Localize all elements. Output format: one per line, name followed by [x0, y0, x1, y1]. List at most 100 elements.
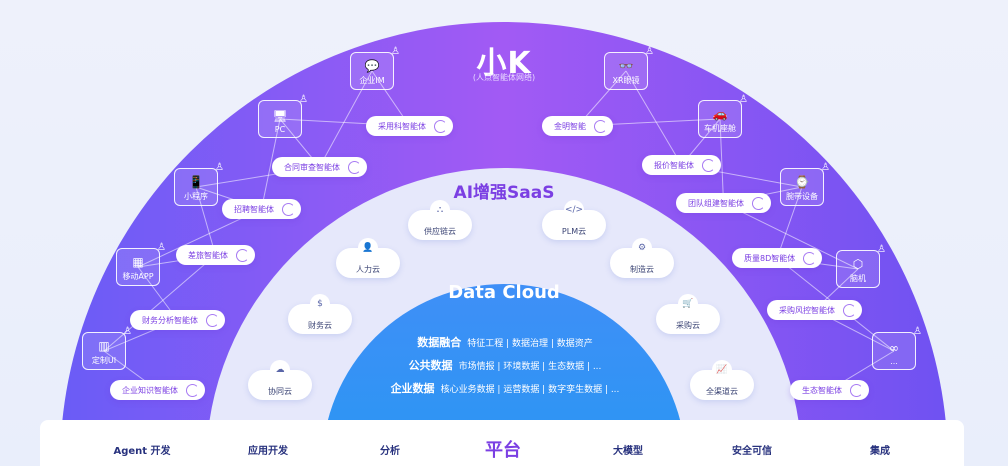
device-label: 定制UI: [91, 356, 117, 365]
cloud-label: 制造云: [630, 265, 654, 274]
cloud-supply-chain[interactable]: ⛬供应链云: [408, 200, 472, 240]
data-row-text: 市场情报 | 环境数据 | 生态数据 | ...: [458, 362, 602, 372]
agent-pill[interactable]: 团队组建智能体: [676, 193, 771, 213]
device-label: 企业IM: [359, 76, 385, 85]
device-node-miniapp[interactable]: 📱 小程序 ♙: [174, 162, 224, 206]
nav-llm[interactable]: 大模型: [613, 446, 643, 457]
user-icon: ♙: [739, 94, 748, 105]
connection-line: [261, 118, 281, 210]
cloud-label: 协同云: [268, 387, 292, 396]
brain-icon: ⬡: [852, 257, 864, 271]
device-node-app[interactable]: ▦移动APP♙: [116, 242, 166, 286]
person-icon: 👤: [358, 238, 378, 258]
cloud-label: 全渠道云: [706, 387, 738, 396]
user-icon: ♙: [645, 46, 654, 57]
cloud-label: 采购云: [676, 321, 700, 330]
agent-label: 团队组建智能体: [688, 198, 744, 208]
code-icon: </>: [564, 200, 584, 220]
loop-icon: [434, 119, 447, 133]
device-label: 小程序: [184, 192, 208, 201]
device-label: 移动APP: [122, 272, 154, 281]
nav-agent-dev[interactable]: Agent 开发: [113, 446, 171, 457]
coin-icon: $: [310, 294, 330, 314]
connection-line: [625, 70, 682, 166]
gear-icon: ⚙: [632, 238, 652, 258]
agent-label: 采用科智能体: [378, 121, 426, 131]
nav-integration[interactable]: 集成: [870, 446, 890, 457]
loop-icon: [702, 158, 715, 172]
nav-platform[interactable]: 平台: [485, 440, 521, 461]
agent-label: 招聘智能体: [234, 204, 274, 214]
cloud-plm[interactable]: </> PLM云: [542, 200, 606, 240]
cart-icon: 🛒: [678, 294, 698, 314]
agent-label: 金明智能: [554, 121, 586, 131]
user-icon: ♙: [215, 162, 224, 173]
agent-pill[interactable]: 生态智能体: [790, 380, 869, 400]
agent-pill[interactable]: 合同审查智能体: [272, 157, 367, 177]
data-row-text: 特征工程 | 数据治理 | 数据资产: [467, 339, 593, 349]
loop-icon: [186, 383, 199, 397]
data-row-label: 公共数据: [408, 359, 453, 372]
device-node-bci[interactable]: ⬡ 脑机 ♙: [836, 244, 886, 288]
brand-title: 小K: [476, 46, 532, 81]
connection-line: [776, 186, 803, 259]
connection-line: [723, 202, 859, 270]
chart-icon: 📈: [712, 360, 732, 380]
nav-analytics[interactable]: 分析: [380, 446, 400, 457]
agent-pill[interactable]: 企业知识智能体: [110, 380, 205, 400]
loop-icon: [236, 248, 249, 262]
cloud-finance[interactable]: $财务云: [288, 294, 352, 334]
agent-pill[interactable]: 采用科智能体: [366, 116, 453, 136]
device-node-car[interactable]: 🚗车机座舱♙: [698, 94, 748, 138]
cloud-hr[interactable]: 👤人力云: [336, 238, 400, 278]
agent-label: 财务分析智能体: [142, 315, 198, 325]
user-icon: ♙: [913, 326, 922, 337]
agent-pill[interactable]: 差旅智能体: [176, 245, 255, 265]
cloud-label: PLM云: [561, 227, 587, 236]
device-node-custom-ui[interactable]: ▥定制UI♙: [82, 326, 132, 370]
device-label: 脑机: [850, 274, 866, 283]
data-row: 企业数据核心业务数据 | 运营数据 | 数字孪生数据 | ...: [330, 380, 680, 396]
device-node-watch[interactable]: ⌚腕带设备♙: [780, 162, 830, 206]
cloud-procurement[interactable]: 🛒 采购云: [656, 294, 720, 334]
loop-icon: [843, 303, 856, 317]
device-node-im[interactable]: 💬企业IM♙: [350, 46, 400, 90]
cloud-omnichannel[interactable]: 📈 全渠道云: [690, 360, 754, 400]
cloud-manufacturing[interactable]: ⚙ 制造云: [610, 238, 674, 278]
agent-pill[interactable]: 财务分析智能体: [130, 310, 225, 330]
device-label: ...: [890, 357, 898, 366]
agent-pill[interactable]: 报价智能体: [642, 155, 721, 175]
loop-icon: [752, 196, 765, 210]
device-node-xr[interactable]: 👓XR眼镜♙: [604, 46, 654, 90]
agent-pill[interactable]: 采购风控智能体: [767, 300, 862, 320]
device-node-pc[interactable]: 🖥PC♙: [258, 94, 308, 138]
agent-pill[interactable]: 金明智能: [542, 116, 613, 136]
bottom-nav-bar: [40, 420, 964, 466]
loop-icon: [594, 119, 607, 133]
brand-subtitle: (人点智能体网络): [472, 73, 536, 82]
device-node-more[interactable]: ∞...♙: [872, 326, 922, 370]
nav-security[interactable]: 安全可信: [732, 446, 772, 457]
connection-line: [719, 118, 724, 204]
phone-icon: 📱: [188, 175, 204, 189]
user-icon: ♙: [123, 326, 132, 337]
connection-line: [319, 70, 373, 168]
user-icon: ♙: [299, 94, 308, 105]
data-row-label: 企业数据: [390, 382, 435, 395]
data-row: 数据融合特征工程 | 数据治理 | 数据资产: [330, 334, 680, 350]
cloud-collaboration[interactable]: ☁协同云: [248, 360, 312, 400]
device-label: XR眼镜: [612, 76, 640, 85]
agent-pill[interactable]: 招聘智能体: [222, 199, 301, 219]
user-icon: ♙: [877, 244, 886, 255]
data-row-label: 数据融合: [417, 336, 462, 349]
saas-title: AI增强SaaS: [453, 183, 555, 203]
loop-icon: [850, 383, 863, 397]
data-cloud-title: Data Cloud: [448, 282, 560, 303]
loop-icon: [348, 160, 361, 174]
agent-label: 报价智能体: [654, 160, 694, 170]
device-label: 车机座舱: [704, 124, 736, 133]
nav-app-dev[interactable]: 应用开发: [248, 446, 288, 457]
agent-pill[interactable]: 质量8D智能体: [732, 248, 823, 268]
agent-label: 生态智能体: [802, 385, 842, 395]
watch-icon: ⌚: [794, 175, 810, 189]
